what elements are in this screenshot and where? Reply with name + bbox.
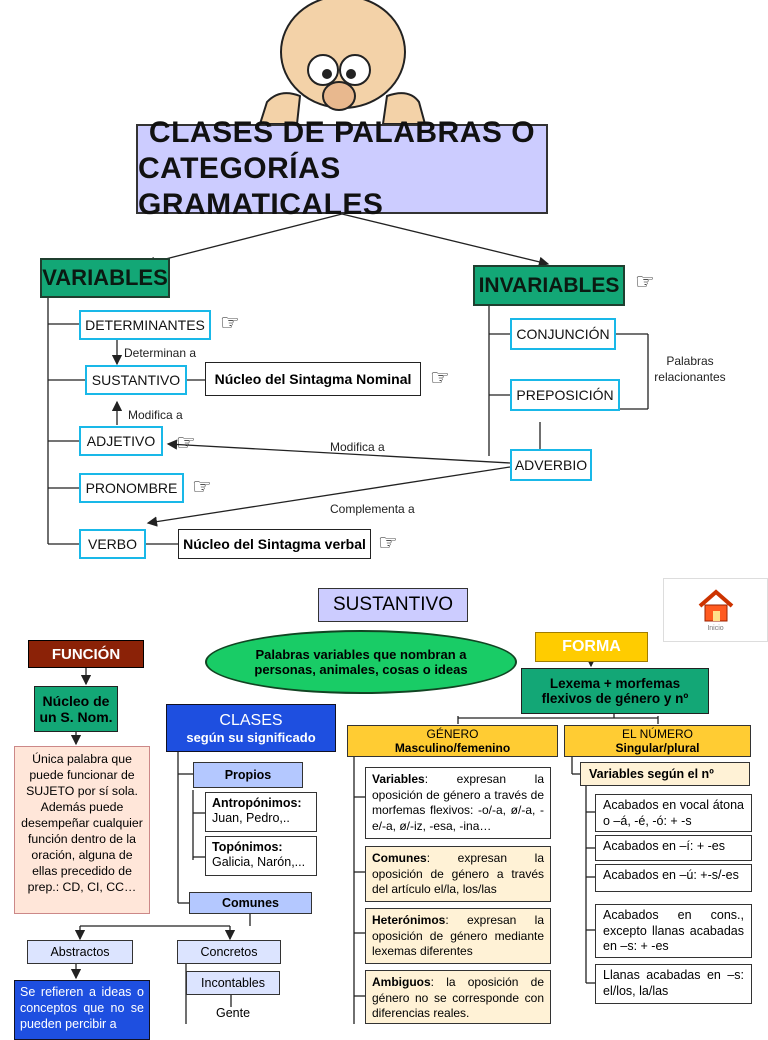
invariables-header: INVARIABLES: [473, 265, 625, 306]
nucleo-line-2: un S. Nom.: [39, 709, 113, 725]
numero-line-1: EL NÚMERO: [622, 727, 693, 741]
genero-heteronimos-label: Heterónimos: [372, 913, 446, 927]
title-line-1: CLASES DE PALABRAS O: [148, 116, 536, 149]
definition-line-1: Palabras variables que nombran a: [255, 647, 467, 662]
nucleo-verbal-box: Núcleo del Sintagma verbal: [178, 529, 371, 559]
adverbio-box: ADVERBIO: [510, 449, 592, 481]
sustantivo-header: SUSTANTIVO: [318, 588, 468, 622]
definition-ellipse: Palabras variables que nombran a persona…: [205, 630, 517, 694]
palabras-line-2: relacionantes: [654, 370, 726, 384]
numero-header: EL NÚMERO Singular/plural: [564, 725, 751, 757]
variables-header: VARIABLES: [40, 258, 170, 298]
genero-heteronimos-text: : expresan la oposición de género median…: [372, 913, 544, 958]
sustantivo-box: SUSTANTIVO: [85, 365, 187, 395]
numero-variables-header: Variables según el nº: [580, 762, 750, 786]
nucleo-line-1: Núcleo de: [42, 693, 110, 709]
determinantes-box: DETERMINANTES: [79, 310, 211, 340]
palabras-relacionantes-label: Palabras relacionantes: [650, 353, 730, 385]
genero-ambiguos-text: : la oposición de género no se correspon…: [372, 975, 544, 1020]
adjetivo-box: ADJETIVO: [79, 426, 163, 456]
lexema-box: Lexema + morfemas flexivos de género y n…: [521, 668, 709, 714]
incontables-box: Incontables: [186, 971, 280, 995]
home-label: Inicio: [707, 624, 724, 632]
clases-box: CLASES según su significado: [166, 704, 336, 752]
conjuncion-box: CONJUNCIÓN: [510, 318, 616, 350]
genero-line-2: Masculino/femenino: [394, 741, 511, 755]
home-icon: [698, 588, 733, 621]
antroponimos-examples: Juan, Pedro,..: [212, 811, 290, 825]
comunes-box: Comunes: [189, 892, 312, 914]
numero-rule-2: Acabados en –í: + -es: [595, 835, 752, 861]
concretos-box: Concretos: [177, 940, 281, 964]
complementa-a-label: Complementa a: [330, 502, 415, 516]
gente-text: Gente: [216, 1006, 251, 1020]
pointing-hand-icon: ☞: [635, 269, 655, 294]
palabras-line-1: Palabras: [666, 354, 714, 368]
genero-variables-label: Variables: [372, 772, 425, 786]
forma-header: FORMA: [535, 632, 648, 662]
funcion-header: FUNCIÓN: [28, 640, 144, 668]
nucleo-nominal-box: Núcleo del Sintagma Nominal: [205, 362, 421, 396]
abstractos-box: Abstractos: [27, 940, 133, 964]
preposicion-box: PREPOSICIÓN: [510, 379, 620, 411]
numero-rule-3: Acabados en –ú: +-s/-es: [595, 864, 752, 892]
genero-comunes-label: Comunes: [372, 851, 427, 865]
numero-line-2: Singular/plural: [615, 741, 700, 755]
title-line-2: CATEGORÍAS GRAMATICALES: [138, 152, 384, 221]
unica-palabra-text: Única palabra que puede funcionar de SUJ…: [14, 746, 150, 914]
pointing-hand-icon: ☞: [378, 530, 398, 555]
cartoon-head-icon: [258, 0, 427, 124]
numero-rule-4: Acabados en cons., excepto llanas acabad…: [595, 904, 752, 958]
antroponimos-box: Antropónimos: Juan, Pedro,..: [205, 792, 317, 832]
genero-comunes-text: : expresan la oposición de género a trav…: [372, 851, 544, 896]
genero-ambiguos-label: Ambiguos: [372, 975, 431, 989]
propios-box: Propios: [193, 762, 303, 788]
genero-variables-box: Variables: expresan la oposición de géne…: [365, 767, 551, 839]
genero-ambiguos-box: Ambiguos: la oposición de género no se c…: [365, 970, 551, 1024]
nucleo-sn-box: Núcleo de un S. Nom.: [34, 686, 118, 732]
clases-line-2: según su significado: [186, 729, 316, 745]
genero-header: GÉNERO Masculino/femenino: [347, 725, 558, 757]
pointing-hand-icon: ☞: [176, 430, 196, 455]
main-title: CLASES DE PALABRAS O CATEGORÍAS GRAMATIC…: [136, 116, 548, 221]
home-button[interactable]: Inicio: [663, 578, 768, 642]
pointing-hand-icon: ☞: [192, 474, 212, 499]
toponimos-box: Topónimos: Galicia, Narón,...: [205, 836, 317, 876]
clases-line-1: CLASES: [219, 711, 283, 729]
genero-line-1: GÉNERO: [426, 727, 479, 741]
genero-comunes-box: Comunes: expresan la oposición de género…: [365, 846, 551, 902]
genero-heteronimos-box: Heterónimos: expresan la oposición de gé…: [365, 908, 551, 964]
verbo-box: VERBO: [79, 529, 146, 559]
abstractos-definition: Se refieren a ideas o conceptos que no s…: [14, 980, 150, 1040]
definition-line-2: personas, animales, cosas o ideas: [254, 662, 468, 677]
determinan-a-label: Determinan a: [124, 346, 197, 360]
toponimos-examples: Galicia, Narón,...: [212, 855, 306, 869]
lexema-line-2: flexivos de género y nº: [541, 691, 689, 706]
toponimos-label: Topónimos:: [212, 840, 283, 854]
antroponimos-label: Antropónimos:: [212, 796, 302, 810]
numero-rule-1: Acabados en vocal átona o –á, -é, -ó: + …: [595, 794, 752, 832]
genero-variables-text: : expresan la oposición de género a trav…: [372, 772, 544, 833]
numero-rule-5: Llanas acabadas en –s: el/los, la/las: [595, 964, 752, 1004]
pronombre-box: PRONOMBRE: [79, 473, 184, 503]
pointing-hand-icon: ☞: [220, 310, 240, 335]
pointing-hand-icon: ☞: [430, 365, 450, 390]
lexema-line-1: Lexema + morfemas: [549, 676, 681, 691]
modifica-a-label-2: Modifica a: [330, 440, 385, 454]
modifica-a-label-1: Modifica a: [128, 408, 183, 422]
